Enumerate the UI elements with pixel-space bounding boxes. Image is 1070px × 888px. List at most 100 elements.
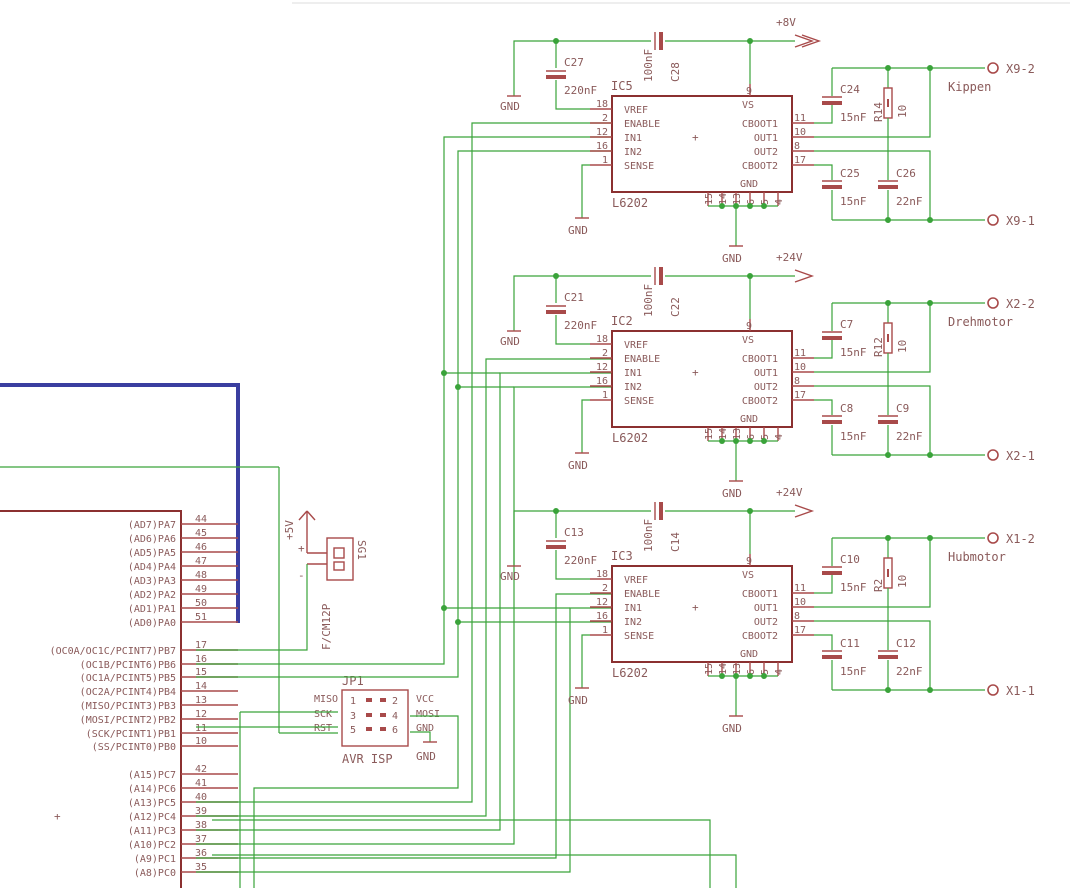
gnd-label: GND xyxy=(568,459,588,472)
mcu-pin-name: (OC2A/PCINT4)PB4 xyxy=(80,687,176,698)
isp-signal-right: VCC xyxy=(416,694,434,705)
cap-out-name: C9 xyxy=(896,402,909,415)
mcu-pin-number: 17 xyxy=(195,640,207,651)
resistor-name: R14 xyxy=(872,102,885,122)
gnd-label: GND xyxy=(722,252,742,265)
connector-pad xyxy=(987,684,999,696)
mcu-pin-number: 10 xyxy=(195,736,207,747)
ic-pin-name: GND xyxy=(740,179,758,190)
ic-pin-number: 6 xyxy=(746,434,757,440)
ic-part: L6202 xyxy=(612,196,648,210)
ic-pin-number: 17 xyxy=(794,625,806,636)
gnd-label: GND xyxy=(500,335,520,348)
isp-signal-left: MISO xyxy=(314,694,338,705)
isp-name: JP1 xyxy=(342,674,364,688)
isp-pad xyxy=(366,727,372,731)
mcu-pin-name: (A8)PC0 xyxy=(134,868,176,879)
ic-pin-number: 5 xyxy=(760,669,771,675)
isp-pad xyxy=(366,713,372,717)
ic-pin-number: 13 xyxy=(732,663,743,675)
junction xyxy=(719,673,725,679)
cap-out-value: 22nF xyxy=(896,430,923,443)
gnd-label: GND xyxy=(568,694,588,707)
ic-pin-name: SENSE xyxy=(624,161,654,172)
mcu-pin-name: (OC1B/PCINT6)PB6 xyxy=(80,660,176,671)
mcu-pin-name: (AD2)PA2 xyxy=(128,590,176,601)
ic-pin-number: 12 xyxy=(596,362,608,373)
ic-pin-name: IN2 xyxy=(624,617,642,628)
gnd-label: GND xyxy=(568,224,588,237)
microcontroller: + (AD7)PA744(AD6)PA645(AD5)PA546(AD4)PA4… xyxy=(0,383,280,888)
ic-pin-name: VS xyxy=(742,570,754,581)
isp-signal-left: SCK xyxy=(314,709,332,720)
ic-part: L6202 xyxy=(612,431,648,445)
ic-pin-number: 4 xyxy=(774,199,785,205)
ic-name: IC5 xyxy=(611,79,633,93)
mcu-pin-name: (A14)PC6 xyxy=(128,784,176,795)
connector-a-label: X9-2 xyxy=(1006,62,1035,76)
ic-pin-name: ENABLE xyxy=(624,119,660,130)
ic-pin-number: 14 xyxy=(718,428,729,440)
ic-pin-number: 9 xyxy=(746,321,752,332)
ic-pin-name: CBOOT2 xyxy=(742,161,778,172)
junction xyxy=(885,687,891,693)
connector-b-label: X9-1 xyxy=(1006,214,1035,228)
ic-pin-number: 10 xyxy=(794,362,806,373)
ic-pin-name: CBOOT1 xyxy=(742,119,778,130)
mcu-pin-number: 39 xyxy=(195,806,207,817)
junction xyxy=(927,217,933,223)
resistor-name: R2 xyxy=(872,579,885,592)
cap-b1-value: 15nF xyxy=(840,346,867,359)
ic-pin-number: 12 xyxy=(596,127,608,138)
mcu-origin-mark: + xyxy=(54,810,61,823)
mcu-pin-name: (AD6)PA6 xyxy=(128,534,176,545)
mcu-pin-number: 47 xyxy=(195,556,207,567)
connector-b-label: X1-1 xyxy=(1006,684,1035,698)
connector-pad xyxy=(987,62,999,74)
junction xyxy=(747,673,753,679)
ic-pin-number: 11 xyxy=(794,583,806,594)
ic-pin-number: 8 xyxy=(794,141,800,152)
ic-pin-number: 9 xyxy=(746,86,752,97)
ic-pin-number: 15 xyxy=(704,663,715,675)
cap-out-name: C12 xyxy=(896,637,916,650)
isp-gnd-label: GND xyxy=(416,750,436,763)
isp-pad xyxy=(380,698,386,702)
switch-minus: - xyxy=(298,569,305,582)
cap-b1-value: 15nF xyxy=(840,111,867,124)
ic-pin-name: VREF xyxy=(624,105,648,116)
mcu-pin-number: 15 xyxy=(195,667,207,678)
ic-pin-number: 16 xyxy=(596,376,608,387)
isp-pad xyxy=(380,727,386,731)
connector-b-label: X2-1 xyxy=(1006,449,1035,463)
junction xyxy=(747,438,753,444)
ic-pin-number: 17 xyxy=(794,155,806,166)
ic-pin-number: 15 xyxy=(704,193,715,205)
ic-body xyxy=(611,565,793,663)
supply-label: +8V xyxy=(776,16,796,29)
cap-sup-value: 100nF xyxy=(642,284,655,317)
mcu-pin-name: (AD1)PA1 xyxy=(128,604,176,615)
supply-arrow xyxy=(794,34,815,48)
motor-label: Kippen xyxy=(948,80,991,94)
junction xyxy=(761,438,767,444)
ic-pin-number: 16 xyxy=(596,141,608,152)
ic-pin-number: 18 xyxy=(596,99,608,110)
driver-ic3: IC3L6202+18VREF2ENABLE12IN116IN21SENSE11… xyxy=(500,486,1035,735)
ic-pin-number: 5 xyxy=(760,199,771,205)
cap-in-name: C21 xyxy=(564,291,584,304)
isp-title: AVR ISP xyxy=(342,752,393,766)
mcu-pin-number: 14 xyxy=(195,681,207,692)
ic-pin-name: VS xyxy=(742,335,754,346)
resistor-name: R12 xyxy=(872,337,885,357)
isp-pin-number: 3 xyxy=(350,711,356,722)
ic-pin-name: SENSE xyxy=(624,631,654,642)
ic-pin-number: 10 xyxy=(794,597,806,608)
ic-pin-name: IN1 xyxy=(624,133,642,144)
ic-body xyxy=(611,330,793,428)
mcu-pin-name: (AD3)PA3 xyxy=(128,576,176,587)
isp-pad xyxy=(366,698,372,702)
mcu-pin-number: 38 xyxy=(195,820,207,831)
mcu-pin-name: (A13)PC5 xyxy=(128,798,176,809)
